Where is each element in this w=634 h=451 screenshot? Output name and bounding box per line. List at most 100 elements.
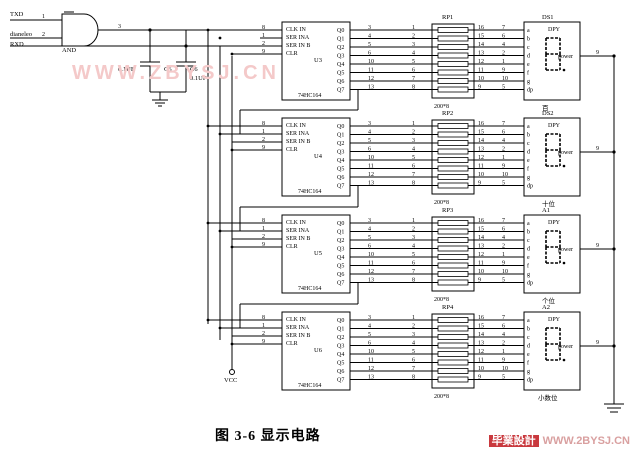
ds-seg-letter: dp <box>527 88 533 94</box>
digit-position-label: 个位 <box>542 296 556 305</box>
chip-output-label: Q0 <box>337 221 344 227</box>
resistor-element <box>437 131 469 138</box>
ds-common-pin: 9 <box>596 146 599 152</box>
ds-seg-pin: 10 <box>502 269 508 275</box>
chip-input-label: CLK IN <box>286 220 306 226</box>
ds-seg-letter: e <box>527 158 530 164</box>
ds-seg-pin: 10 <box>502 366 508 372</box>
rp-left-pin: 1 <box>412 25 415 31</box>
chip-output-label: Q5 <box>337 71 344 77</box>
ds-ref: DS1 <box>542 14 554 21</box>
chip-output-pin: 11 <box>368 358 374 364</box>
rp-left-pin: 8 <box>412 278 415 284</box>
ds-seg-letter: a <box>527 221 530 227</box>
rp-left-pin: 2 <box>412 130 415 136</box>
chip-output-label: Q2 <box>337 238 344 244</box>
ds-seg-pin: 1 <box>502 349 505 355</box>
chip-input-label: CLK IN <box>286 317 306 323</box>
ds-ref: DS2 <box>542 110 554 117</box>
chip-ref: U3 <box>314 57 322 64</box>
chip-output-pin: 4 <box>368 227 371 233</box>
rxd-label: RXD <box>10 41 24 48</box>
rp-ref: RP1 <box>442 14 453 21</box>
chip-input-pin: 9 <box>262 339 265 345</box>
figure-caption: 图 3-6 显示电路 <box>215 429 321 444</box>
chip-input-label: CLR <box>286 51 298 57</box>
ds-seg-pin: 6 <box>502 324 505 330</box>
ds-seg-pin: 6 <box>502 227 505 233</box>
ds-seg-letter: b <box>527 133 530 139</box>
rp-right-pin: 9 <box>478 278 481 284</box>
ds-seg-pin: 5 <box>502 375 505 381</box>
rp-left-pin: 6 <box>412 68 415 74</box>
watermark-logo: 毕業設計 <box>488 435 539 447</box>
rp-right-pin: 15 <box>478 324 484 330</box>
ds-seg-pin: 5 <box>502 181 505 187</box>
chip-output-label: Q4 <box>337 62 344 68</box>
rp-left-pin: 5 <box>412 59 415 65</box>
ds-seg-pin: 5 <box>502 278 505 284</box>
chip-output-label: Q4 <box>337 352 344 358</box>
and-gate-label: AND <box>62 47 76 54</box>
chip-output-pin: 11 <box>368 68 374 74</box>
rp-left-pin: 8 <box>412 85 415 91</box>
chip-output-pin: 6 <box>368 51 371 57</box>
chip-output-label: Q6 <box>337 79 344 85</box>
ds-seg-letter: e <box>527 352 530 358</box>
rp-left-pin: 8 <box>412 181 415 187</box>
resistor-element <box>437 359 469 366</box>
rp-left-pin: 3 <box>412 138 415 144</box>
resistor-element <box>437 376 469 383</box>
chip-output-pin: 10 <box>368 59 374 65</box>
ds-seg-letter: d <box>527 54 530 60</box>
rp-left-pin: 8 <box>412 375 415 381</box>
rp-right-pin: 10 <box>478 366 484 372</box>
ds-seg-letter: b <box>527 37 530 43</box>
shift-register-chip <box>281 311 351 391</box>
chip-output-pin: 3 <box>368 315 371 321</box>
chip-input-pin: 2 <box>262 234 265 240</box>
ds-type: DPY <box>548 27 561 33</box>
gate-pin-2: 2 <box>42 32 45 38</box>
ds-seg-letter: d <box>527 344 530 350</box>
ds-power-label: power <box>558 150 573 156</box>
rp-left-pin: 2 <box>412 324 415 330</box>
chip-output-pin: 4 <box>368 130 371 136</box>
c5-name: C5 <box>164 66 172 73</box>
c5-value: 0.1UF <box>118 66 135 73</box>
chip-input-label: SER INA <box>286 228 310 234</box>
rp-left-pin: 7 <box>412 172 415 178</box>
chip-output-label: Q1 <box>337 133 344 139</box>
dianeleo-label: dianeleo <box>10 31 32 38</box>
c6-name: C6 <box>190 66 198 73</box>
chip-output-pin: 12 <box>368 172 374 178</box>
resistor-pack <box>431 313 475 389</box>
chip-input-pin: 9 <box>262 145 265 151</box>
rp-left-pin: 4 <box>412 147 415 153</box>
resistor-element <box>437 27 469 33</box>
ds-seg-pin: 1 <box>502 155 505 161</box>
chip-output-pin: 5 <box>368 138 371 144</box>
chip-input-label: SER INA <box>286 325 310 331</box>
chip-output-pin: 13 <box>368 181 374 187</box>
watermark-main: WWW.ZBYSJ.CN <box>72 62 280 84</box>
chip-output-label: Q2 <box>337 141 344 147</box>
and-gate-section: TXD dianeleo RXD 1 2 AND 3 <box>10 11 260 54</box>
txd-label: TXD <box>10 11 24 18</box>
c6-value: 0.1UF <box>190 75 207 82</box>
rp-ref: RP3 <box>442 207 453 214</box>
rp-left-pin: 7 <box>412 269 415 275</box>
chip-part: 74HC164 <box>298 383 321 389</box>
ds-seg-pin: 7 <box>502 25 505 31</box>
chip-part: 74HC164 <box>298 93 321 99</box>
rp-right-pin: 10 <box>478 76 484 82</box>
rp-left-pin: 4 <box>412 341 415 347</box>
chip-output-pin: 4 <box>368 34 371 40</box>
chip-output-label: Q3 <box>337 344 344 350</box>
ds-seg-letter: b <box>527 327 530 333</box>
ds-seg-pin: 9 <box>502 358 505 364</box>
rp-ref: RP2 <box>442 110 453 117</box>
